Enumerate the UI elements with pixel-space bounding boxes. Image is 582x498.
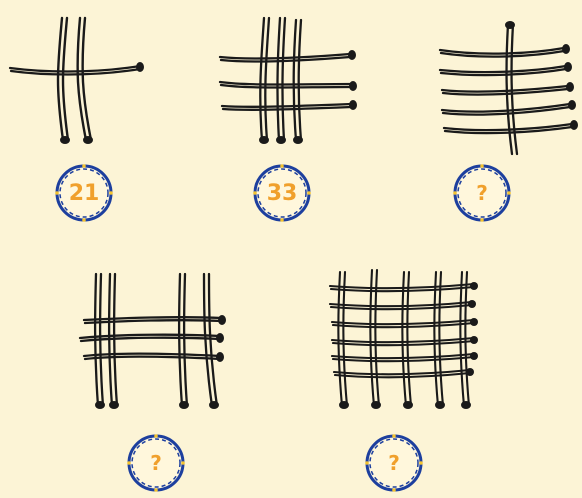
answer-value: ? <box>452 163 512 223</box>
answer-value: ? <box>126 433 186 493</box>
answer-badge-3[interactable]: ? <box>452 163 512 223</box>
answer-value: 21 <box>54 163 114 223</box>
answer-value: ? <box>364 433 424 493</box>
answer-value: 33 <box>252 163 312 223</box>
answer-badge-2: 33 <box>252 163 312 223</box>
answer-badge-4[interactable]: ? <box>126 433 186 493</box>
answer-badge-1: 21 <box>54 163 114 223</box>
answer-badge-5[interactable]: ? <box>364 433 424 493</box>
